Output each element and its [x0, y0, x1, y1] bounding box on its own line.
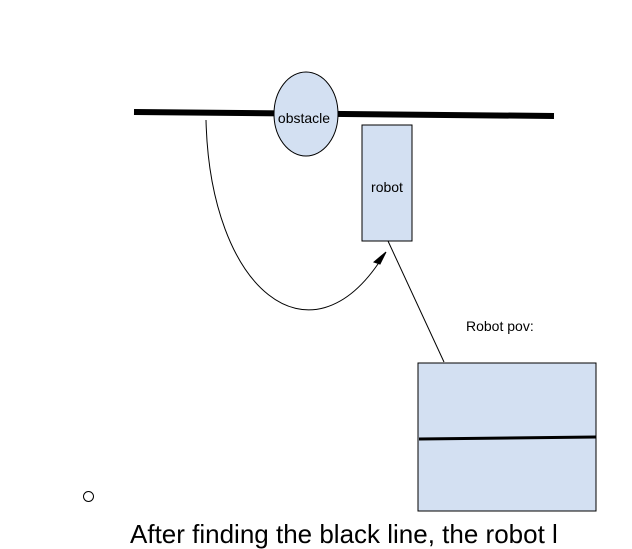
diagram-canvas: obstacle robot Robot pov: [133, 71, 597, 512]
robot-shape [361, 124, 413, 242]
pov-view [417, 362, 597, 512]
arrowhead-icon [372, 251, 387, 265]
pov-connector [387, 240, 445, 363]
black-line [133, 109, 555, 119]
obstacle: obstacle [273, 71, 339, 157]
partial-document-text: After finding the black line, the robot … [130, 519, 558, 549]
pov-black-line [418, 435, 597, 441]
robot: robot [361, 124, 413, 242]
avoidance-path [205, 119, 383, 311]
pov-label: Robot pov: [466, 318, 534, 334]
obstacle-label: obstacle [278, 110, 330, 126]
circle-bullet-icon [83, 491, 94, 502]
obstacle-shape [273, 71, 339, 157]
robot-label: robot [371, 179, 403, 195]
